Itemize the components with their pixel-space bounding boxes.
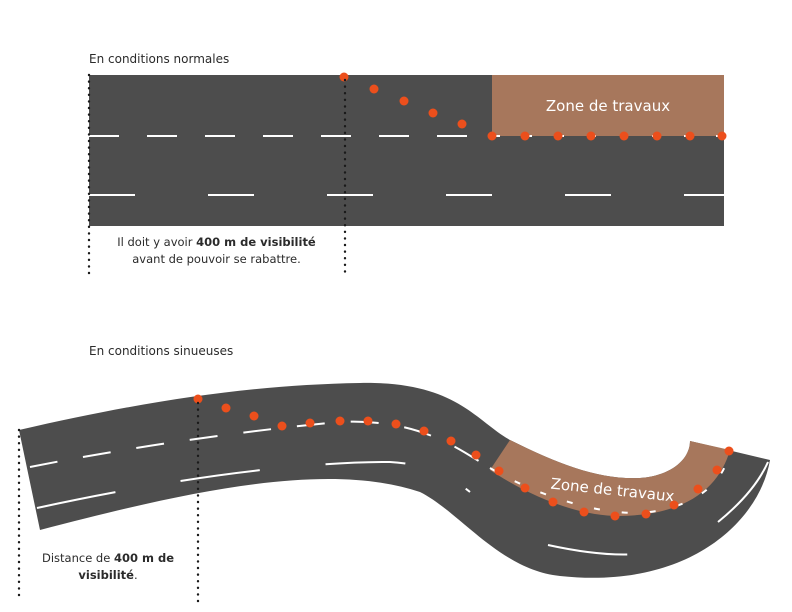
cone [610,511,620,521]
lane-divider-winding [29,420,491,469]
caption-normal-line2: avant de pouvoir se rabattre. [132,252,301,266]
caption-winding-text: Distance de [41,551,114,565]
cone [193,394,203,404]
cone [717,131,727,141]
cone [685,131,695,141]
cone [724,446,734,456]
caption-winding-bold: 400 m de [113,551,174,565]
caption-winding-bold-2: visibilité [78,568,134,582]
cone [669,500,679,510]
cone [712,465,722,475]
cone [363,416,373,426]
cone [419,426,429,436]
caption-winding: Distance de 400 m de visibilité. [28,550,188,584]
cone [652,131,662,141]
cone [494,466,504,476]
cone [586,131,596,141]
normal-conditions-diagram: Zone de travaux [87,72,727,278]
cone [693,484,703,494]
cone [335,416,345,426]
cone [428,108,438,118]
cone [641,509,651,519]
cone [619,131,629,141]
work-zone-straight [492,75,724,136]
section-title-winding: En conditions sinueuses [89,344,234,358]
cone [391,419,401,429]
winding-conditions-diagram: Zone de travaux [17,382,770,606]
caption-normal-text: Il doit y avoir [117,235,197,249]
cone [446,436,456,446]
cone [579,507,589,517]
cone [277,421,287,431]
winding-road [19,382,770,578]
section-title-normal: En conditions normales [89,52,230,66]
cone [457,119,467,129]
cone [487,131,497,141]
caption-normal-bold: 400 m de visibilité [196,235,316,249]
lane-divider-winding-bottom [36,460,769,556]
cone [305,418,315,428]
cone [471,450,481,460]
cone [553,131,563,141]
cone [520,131,530,141]
caption-normal: Il doit y avoir 400 m de visibilité avan… [100,234,333,268]
cone [399,96,409,106]
work-zone-winding [490,440,730,516]
caption-winding-period: . [133,568,138,582]
cone [520,483,530,493]
cone [249,411,259,421]
cone [221,403,231,413]
work-zone-label-straight: Zone de travaux [546,97,670,115]
cone-line-winding [193,394,734,521]
cone [369,84,379,94]
cone [339,72,349,82]
cone-line-straight [339,72,727,141]
cone [548,497,558,507]
